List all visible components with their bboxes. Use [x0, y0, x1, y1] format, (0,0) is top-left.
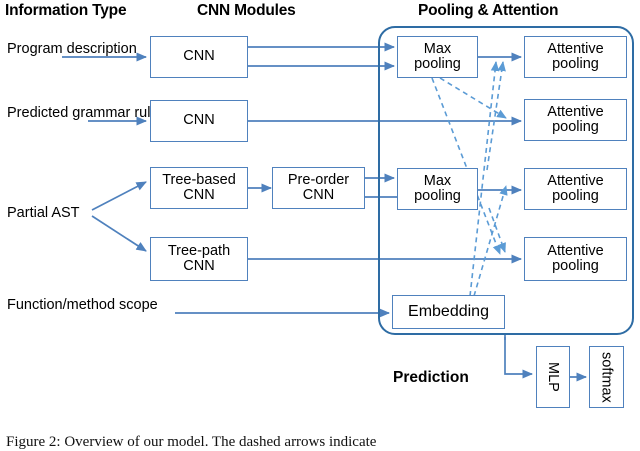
box-line-1: softmax — [598, 351, 615, 403]
input-label-program-description: Program description — [7, 41, 137, 57]
box-line-2: CNN — [302, 187, 335, 203]
box-line-2: pooling — [414, 56, 461, 72]
box-line-2: pooling — [414, 188, 461, 204]
box-line-1: Pre-order — [287, 171, 350, 188]
input-label-function-method-scope: Function/method scope — [7, 297, 158, 313]
input-line-1: Program — [7, 41, 63, 57]
input-line-2: grammar rules — [72, 105, 166, 121]
box-line-1: MLP — [545, 362, 561, 392]
input-line-1: Function/method — [7, 297, 116, 313]
box-line-2: CNN — [183, 187, 215, 203]
input-line-1: Partial AST — [7, 205, 80, 221]
box-line-1: Attentive — [547, 40, 604, 57]
box-max-pooling-1[interactable]: Max pooling — [397, 36, 478, 78]
box-line-1: CNN — [183, 112, 215, 129]
box-attentive-pooling-4[interactable]: Attentive pooling — [524, 237, 627, 281]
box-line-1: Tree-based — [162, 171, 236, 188]
solid-connectors — [62, 42, 588, 382]
box-cnn-program[interactable]: CNN — [150, 36, 248, 78]
box-line-2: CNN — [183, 258, 215, 274]
box-attentive-pooling-2[interactable]: Attentive pooling — [524, 99, 627, 141]
box-pre-order-cnn[interactable]: Pre-order CNN — [272, 167, 365, 209]
box-attentive-pooling-3[interactable]: Attentive pooling — [524, 168, 627, 210]
header-information-type: Information Type — [5, 2, 127, 19]
box-attentive-pooling-1[interactable]: Attentive pooling — [524, 36, 627, 78]
pooling-attention-group — [378, 26, 634, 335]
box-line-1: Attentive — [547, 172, 604, 189]
box-line-2: pooling — [552, 258, 599, 274]
box-mlp[interactable]: MLP — [536, 346, 570, 408]
box-line-1: Max — [423, 172, 452, 189]
input-line-2: scope — [119, 297, 158, 313]
box-line-1: Max — [423, 40, 452, 57]
box-line-2: pooling — [552, 56, 599, 72]
box-line-1: Attentive — [547, 103, 604, 120]
box-line-1: Attentive — [547, 242, 604, 259]
input-line-1: Predicted — [7, 105, 69, 121]
box-line-1: Tree-path — [167, 242, 231, 259]
header-pooling-attention: Pooling & Attention — [418, 2, 559, 19]
box-tree-path-cnn[interactable]: Tree-path CNN — [150, 237, 248, 281]
input-line-2: description — [66, 41, 137, 57]
box-tree-based-cnn[interactable]: Tree-based CNN — [150, 167, 248, 209]
box-softmax[interactable]: softmax — [589, 346, 624, 408]
header-cnn-modules: CNN Modules — [197, 2, 296, 19]
box-line-2: pooling — [552, 188, 599, 204]
box-max-pooling-2[interactable]: Max pooling — [397, 168, 478, 210]
input-label-predicted-grammar-rules: Predicted grammar rules — [7, 105, 166, 121]
prediction-label: Prediction — [393, 369, 469, 386]
box-cnn-grammar[interactable]: CNN — [150, 100, 248, 142]
input-label-partial-ast: Partial AST — [7, 205, 80, 221]
box-line-1: Embedding — [408, 302, 489, 320]
figure-caption: Figure 2: Overview of our model. The das… — [6, 434, 377, 450]
box-embedding[interactable]: Embedding — [392, 295, 505, 329]
box-line-2: pooling — [552, 119, 599, 135]
box-line-1: CNN — [183, 48, 215, 65]
dashed-connectors — [431, 61, 508, 297]
